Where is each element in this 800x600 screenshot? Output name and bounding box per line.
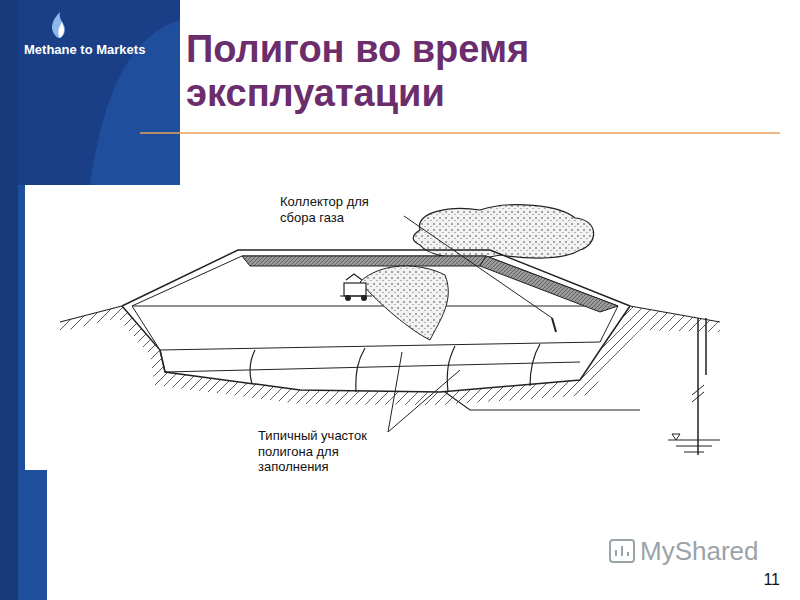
gas-collector [242,256,486,266]
liner [165,362,580,372]
watermark: MyShared [640,536,780,567]
title-rule [140,132,780,134]
leader-line [388,352,402,432]
callout-label: Типичный участок полигона для заполнения [258,428,380,475]
logo-flame [52,12,65,38]
blue-band [0,0,180,185]
callout-label: Коллектор для сбора газа [280,194,398,225]
watermark-icon [616,546,628,556]
slide-title: Полигон во время эксплуатации [186,28,776,115]
groundwater-symbol [672,434,680,440]
logo-text: Methane to Markets [24,42,174,58]
collector-pipe [552,318,556,332]
pit-wall [122,306,630,392]
gas-collector [480,256,618,312]
compactor-wheel [345,295,351,301]
blue-strip-edge [0,0,18,600]
groundwater-level [668,440,720,452]
watermark-icon [610,540,634,562]
leader-line [388,370,460,432]
waste-pile [360,266,448,340]
blue-band-shade [0,0,180,185]
well-break [692,385,704,402]
drain-pipe [445,392,640,410]
logo-flame [58,22,64,38]
compactor [340,274,372,296]
blue-strip [25,470,47,600]
compactor-wheel [361,295,367,301]
leader-line [404,216,552,318]
waste-surface [132,306,618,350]
ground-hatching [60,306,720,405]
page-number: 11 [740,570,780,589]
compactor [344,283,366,296]
